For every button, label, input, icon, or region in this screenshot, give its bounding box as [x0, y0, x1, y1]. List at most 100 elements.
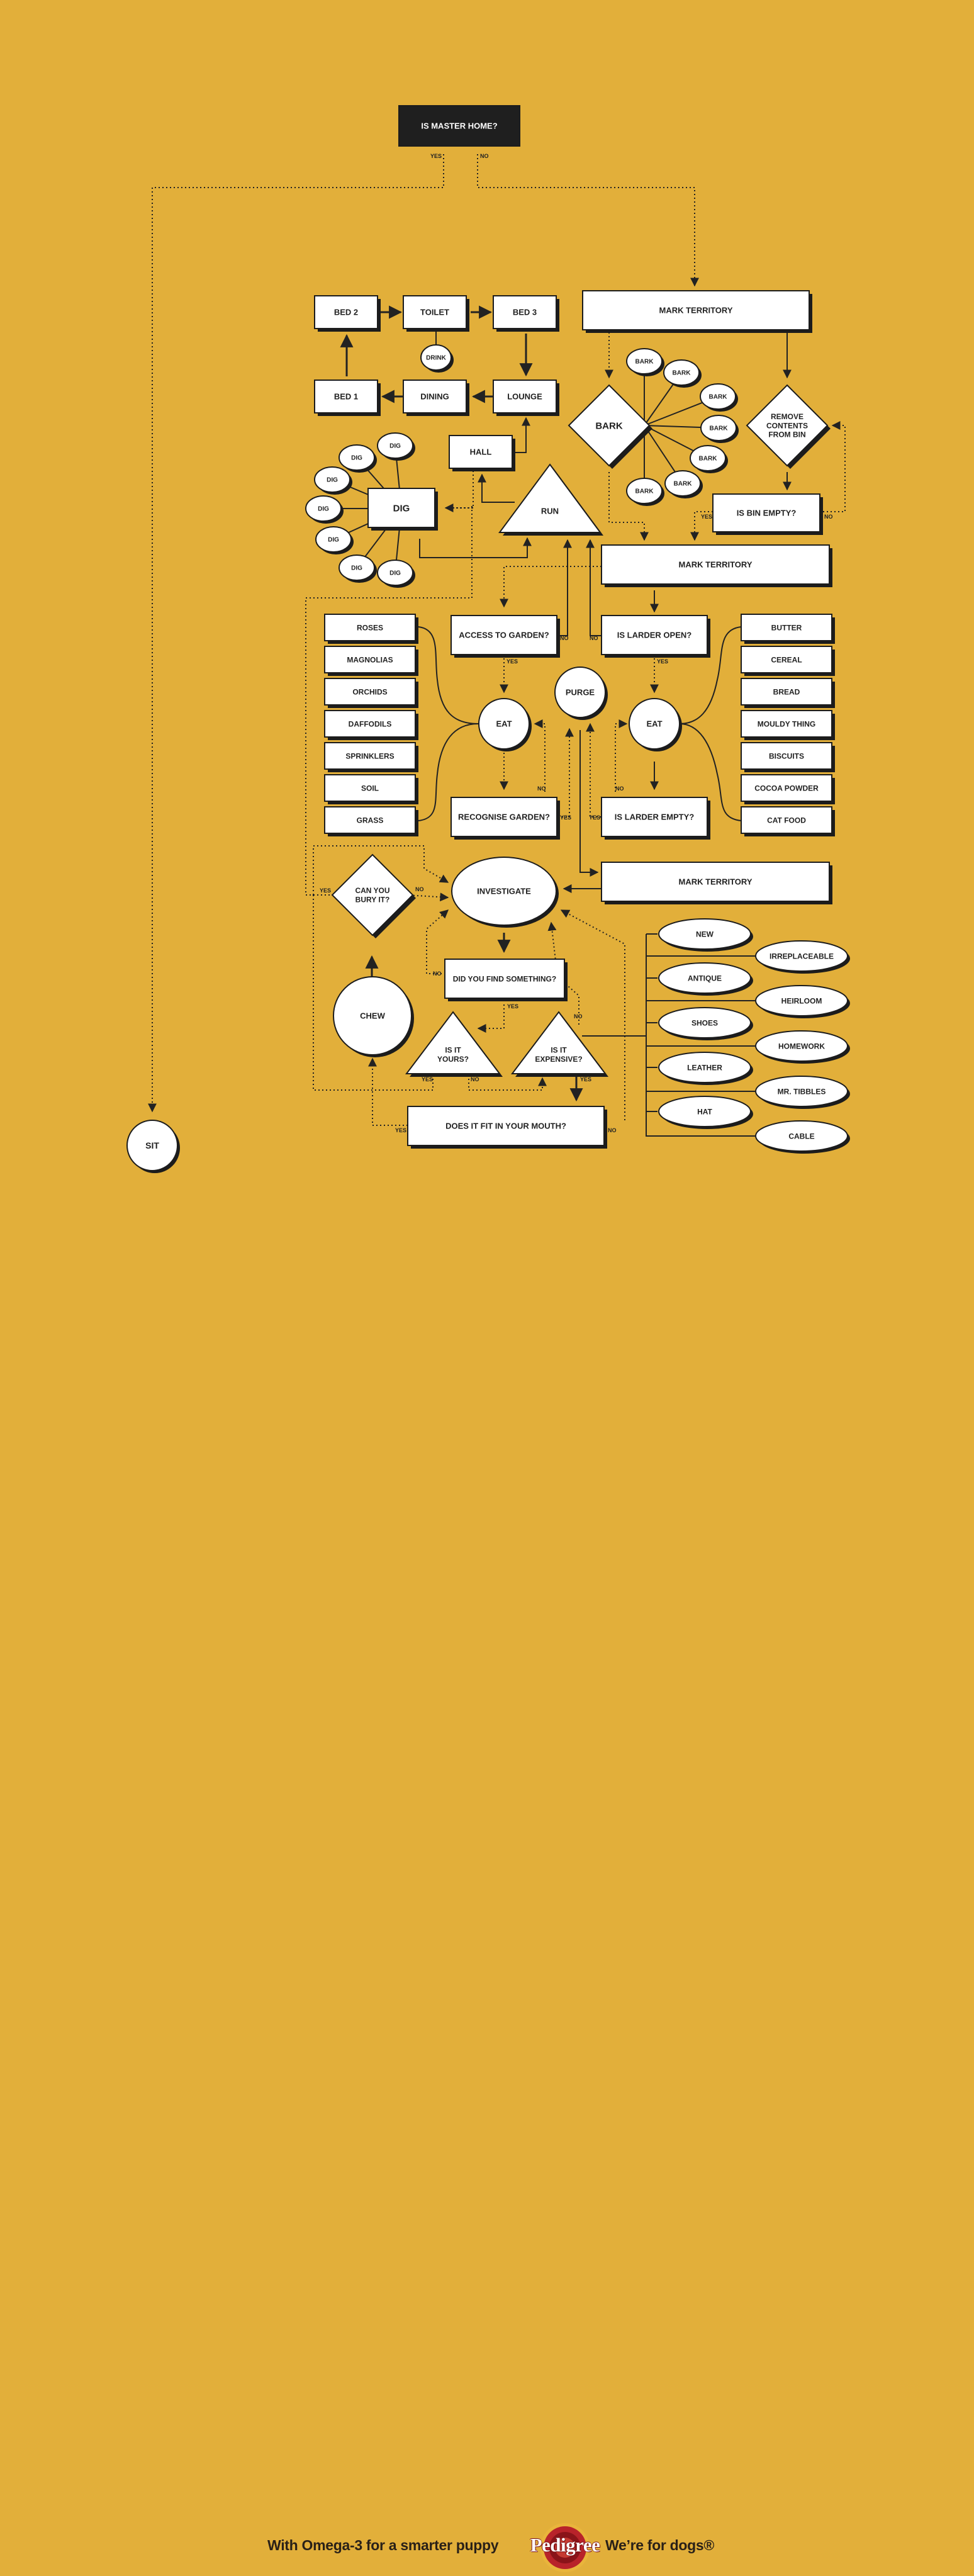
no-label-bury: NO [415, 886, 424, 892]
bark-ellipse-6-label: BARK [635, 488, 654, 495]
garden-item-sprinklers-label: SPRINKLERS [345, 751, 394, 760]
larder-item-butter-label: BUTTER [771, 623, 802, 632]
connector-38 [679, 626, 742, 724]
bark-ellipse-4-label: BARK [699, 456, 718, 463]
thing-irreplaceable-label: IRREPLACEABLE [770, 952, 834, 960]
mark-territory-low-label: MARK TERRITORY [679, 877, 753, 887]
yes-label-master: YES [430, 153, 442, 159]
connector-49 [468, 1075, 547, 1091]
garden-item-daffodils-label: DAFFODILS [349, 719, 392, 728]
eat-garden-circle: EAT [478, 698, 532, 751]
thing-mr-tibbles-label: MR. TIBBLES [778, 1087, 826, 1096]
recognise-garden-box: RECOGNISE GARDEN? [451, 797, 560, 840]
no-label-fit: NO [608, 1127, 617, 1133]
is-bin-empty-box: IS BIN EMPTY? [712, 493, 823, 535]
room-bed-3-label: BED 3 [513, 308, 537, 317]
connector-36 [418, 626, 479, 724]
no-label-find: NO [433, 970, 442, 977]
bark-ellipse-2: BARK [700, 383, 738, 412]
no-label-larder-empty: NO [615, 785, 624, 792]
bark-ellipse-6: BARK [626, 478, 664, 506]
brand-wordmark: Pedigree [530, 2534, 600, 2556]
thing-cable: CABLE [755, 1120, 850, 1154]
room-bed-2-label: BED 2 [334, 308, 358, 317]
room-toilet-label: TOILET [420, 308, 449, 317]
bark-ellipse-3: BARK [700, 415, 739, 443]
yes-label-fit: YES [395, 1127, 406, 1133]
garden-item-magnolias-label: MAGNOLIAS [347, 655, 393, 664]
larder-item-cocoa-powder: COCOA POWDER [741, 774, 835, 804]
dig-ellipse-6: DIG [377, 560, 415, 588]
thing-heirloom: HEIRLOOM [755, 985, 850, 1018]
footer: With Omega-3 for a smarter puppy Pedigre… [0, 1259, 974, 2572]
thing-irreplaceable: IRREPLACEABLE [755, 940, 850, 974]
larder-item-cat-food: CAT FOOD [741, 806, 835, 836]
tagline-right: We’re for dogs® [605, 2537, 715, 2553]
room-lounge-label: LOUNGE [507, 392, 542, 402]
connector-34 [579, 730, 599, 877]
thing-shoes-label: SHOES [691, 1018, 718, 1027]
garden-item-sprinklers: SPRINKLERS [324, 742, 418, 772]
bark-diamond: BARK [568, 384, 652, 469]
connector-37 [418, 723, 479, 821]
mark-territory-low: MARK TERRITORY [601, 862, 832, 904]
dig-ellipse-3: DIG [305, 495, 344, 524]
flowchart: IS MASTER HOME? YES NO SIT BED 2 TOILET BED 3 B… [126, 105, 850, 1173]
mark-territory-mid-label: MARK TERRITORY [679, 560, 753, 570]
thing-heirloom-label: HEIRLOOM [781, 996, 822, 1005]
bark-ellipse-5: BARK [664, 470, 703, 498]
thing-hat-label: HAT [697, 1107, 712, 1116]
garden-item-grass-label: GRASS [357, 816, 384, 824]
eat-larder-circle: EAT [629, 698, 682, 751]
thing-cable-label: CABLE [788, 1132, 814, 1140]
is-master-home-box: IS MASTER HOME? [398, 105, 520, 147]
mark-territory-top-label: MARK TERRITORY [659, 306, 733, 315]
sit-circle: SIT [126, 1120, 180, 1173]
no-label-garden: NO [560, 635, 569, 641]
larder-empty-box: IS LARDER EMPTY? [601, 797, 710, 840]
connector-39 [679, 723, 742, 821]
connector-25 [586, 539, 601, 636]
connector-33 [615, 719, 628, 792]
yes-label-find: YES [507, 1003, 518, 1010]
larder-item-cocoa-powder-label: COCOA POWDER [754, 784, 819, 792]
thing-new-label: NEW [696, 930, 714, 938]
dig-ellipse-1: DIG [377, 432, 415, 461]
mark-territory-top: MARK TERRITORY [582, 290, 812, 333]
larder-open-box: IS LARDER OPEN? [601, 615, 710, 658]
garden-item-orchids-label: ORCHIDS [352, 687, 387, 696]
chew-circle: CHEW [333, 976, 414, 1057]
bark-ellipse-4: BARK [690, 445, 728, 473]
bark-ellipse-1-label: BARK [673, 370, 691, 377]
bark-ellipse-1: BARK [663, 359, 702, 388]
mark-territory-mid: MARK TERRITORY [601, 544, 832, 587]
access-garden-box-label: ACCESS TO GARDEN? [459, 631, 549, 640]
room-hall: HALL [449, 435, 515, 471]
investigate-ellipse: INVESTIGATE [451, 857, 559, 928]
thing-shoes: SHOES [658, 1007, 753, 1040]
bark-ellipse-0: BARK [626, 348, 664, 376]
larder-item-bread-label: BREAD [773, 687, 800, 696]
eat-garden-circle-label: EAT [496, 719, 512, 729]
dig-ellipse-4: DIG [315, 526, 354, 554]
larder-item-mouldy-thing-label: MOULDY THING [758, 719, 815, 728]
room-hall-label: HALL [470, 447, 492, 457]
thing-hat: HAT [658, 1096, 753, 1129]
yes-label-larder-empty: YES [589, 814, 600, 821]
no-label-yours: NO [471, 1076, 479, 1083]
connector-14 [823, 421, 846, 512]
room-dining-label: DINING [420, 392, 449, 402]
room-bed-1: BED 1 [314, 380, 381, 416]
bark-ellipse-0-label: BARK [635, 359, 654, 366]
connector-17 [478, 473, 515, 503]
investigate-ellipse-label: INVESTIGATE [477, 887, 531, 896]
drink-circle-label: DRINK [426, 355, 446, 362]
yes-label-bin: YES [701, 514, 712, 520]
yes-label-yours: YES [422, 1076, 433, 1083]
